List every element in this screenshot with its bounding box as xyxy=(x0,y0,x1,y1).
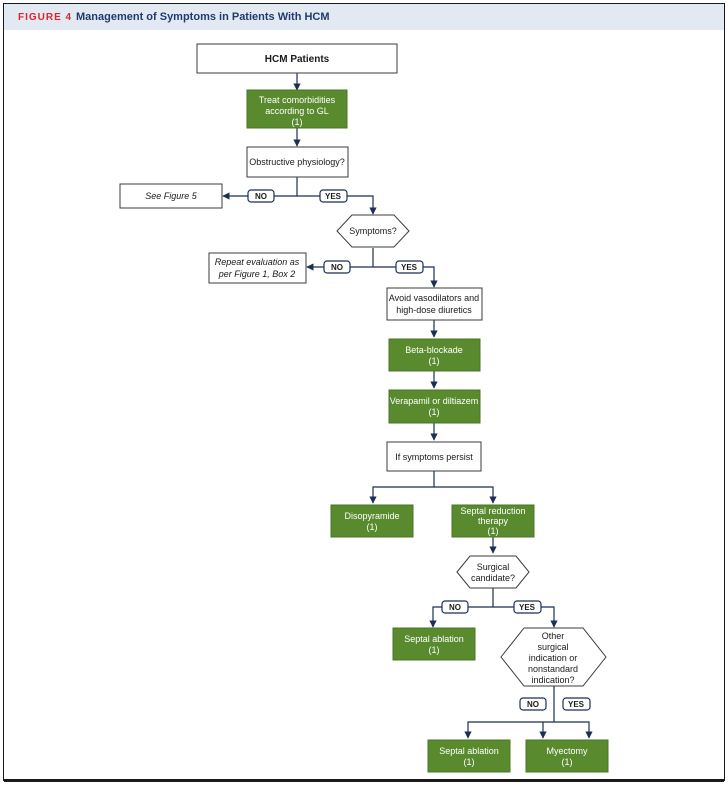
node-other-surgical-line4: nonstandard xyxy=(528,664,578,674)
node-other-surgical: Other surgical indication or nonstandard… xyxy=(500,627,607,687)
node-verapamil-line2: (1) xyxy=(429,407,440,417)
node-repeat-evaluation-line2: per Figure 1, Box 2 xyxy=(218,269,296,279)
node-surgical-candidate: Surgical candidate? xyxy=(456,555,530,589)
figure-frame xyxy=(3,3,725,781)
pill-other-yes: YES xyxy=(562,697,591,711)
node-repeat-evaluation: Repeat evaluation as per Figure 1, Box 2 xyxy=(208,252,307,284)
node-disopyramide: Disopyramide (1) xyxy=(330,504,414,538)
node-septal-ablation-1-line2: (1) xyxy=(429,645,440,655)
node-myectomy-line2: (1) xyxy=(562,757,573,767)
node-verapamil: Verapamil or diltiazem (1) xyxy=(388,389,481,424)
pill-obstructive-yes-label: YES xyxy=(325,192,342,201)
pill-surgical-no-label: NO xyxy=(449,603,461,612)
node-verapamil-line1: Verapamil or diltiazem xyxy=(390,396,479,406)
node-septal-ablation-2-line1: Septal ablation xyxy=(439,746,499,756)
node-septal-reduction-line1: Septal reduction xyxy=(460,506,525,516)
bottom-rule xyxy=(4,779,724,782)
pill-surgical-yes: YES xyxy=(513,600,542,614)
node-if-symptoms-persist-label: If symptoms persist xyxy=(395,452,473,462)
node-surgical-candidate-line1: Surgical xyxy=(477,562,510,572)
node-avoid-vasodilators-line2: high-dose diuretics xyxy=(396,305,472,315)
node-disopyramide-line2: (1) xyxy=(367,522,378,532)
node-see-figure-5: See Figure 5 xyxy=(119,183,223,209)
node-septal-ablation-2: Septal ablation (1) xyxy=(427,739,511,773)
node-septal-ablation-1: Septal ablation (1) xyxy=(392,627,476,661)
pill-symptoms-no-label: NO xyxy=(331,263,343,272)
node-see-figure-5-label: See Figure 5 xyxy=(145,191,198,201)
node-other-surgical-line2: surgical xyxy=(537,642,568,652)
node-repeat-evaluation-line1: Repeat evaluation as xyxy=(215,257,300,267)
figure-title: Management of Symptoms in Patients With … xyxy=(76,11,330,23)
node-other-surgical-line1: Other xyxy=(542,631,565,641)
node-hcm-patients: HCM Patients xyxy=(196,43,398,74)
pill-symptoms-yes-label: YES xyxy=(401,263,418,272)
node-beta-blockade-line2: (1) xyxy=(429,356,440,366)
node-myectomy: Myectomy (1) xyxy=(525,739,609,773)
node-septal-ablation-2-line2: (1) xyxy=(464,757,475,767)
figure-label: FIGURE 4 xyxy=(18,12,73,23)
node-if-symptoms-persist: If symptoms persist xyxy=(386,441,482,472)
pill-surgical-no: NO xyxy=(441,600,469,614)
pill-obstructive-yes: YES xyxy=(319,189,348,203)
node-hcm-patients-label: HCM Patients xyxy=(265,54,330,65)
edge-persist-to-disopyramide xyxy=(369,471,435,504)
node-treat-comorbidities-line3: (1) xyxy=(292,117,303,127)
node-avoid-vasodilators: Avoid vasodilators and high-dose diureti… xyxy=(386,287,483,321)
pill-other-no: NO xyxy=(519,697,547,711)
node-myectomy-line1: Myectomy xyxy=(546,746,588,756)
node-avoid-vasodilators-line1: Avoid vasodilators and xyxy=(389,293,479,303)
figure-header xyxy=(4,4,724,30)
node-symptoms: Symptoms? xyxy=(336,214,410,248)
pill-other-no-label: NO xyxy=(527,700,539,709)
node-septal-ablation-1-line1: Septal ablation xyxy=(404,634,464,644)
edge-other-yes xyxy=(554,721,593,739)
node-obstructive-physiology-label: Obstructive physiology? xyxy=(249,157,345,167)
node-symptoms-label: Symptoms? xyxy=(349,226,397,236)
edge-symptoms-yes xyxy=(373,266,438,288)
pill-obstructive-no-label: NO xyxy=(255,192,267,201)
node-surgical-candidate-line2: candidate? xyxy=(471,573,515,583)
node-septal-reduction-line2: therapy xyxy=(478,516,509,526)
edge-other-no xyxy=(464,686,555,739)
node-obstructive-physiology: Obstructive physiology? xyxy=(246,146,349,178)
node-treat-comorbidities-line1: Treat comorbidities xyxy=(259,95,336,105)
pill-symptoms-no: NO xyxy=(323,260,351,274)
node-other-surgical-line3: indication or xyxy=(529,653,578,663)
pill-symptoms-yes: YES xyxy=(395,260,424,274)
node-treat-comorbidities: Treat comorbidities according to GL (1) xyxy=(246,89,348,129)
node-septal-reduction: Septal reduction therapy (1) xyxy=(451,504,535,538)
node-beta-blockade-line1: Beta-blockade xyxy=(405,345,463,355)
edge-surgical-yes xyxy=(493,606,558,628)
pill-other-yes-label: YES xyxy=(568,700,585,709)
edge-persist-to-septal-reduction xyxy=(434,486,497,504)
pill-surgical-yes-label: YES xyxy=(519,603,536,612)
node-disopyramide-line1: Disopyramide xyxy=(344,511,399,521)
node-other-surgical-line5: indication? xyxy=(531,675,574,685)
pill-obstructive-no: NO xyxy=(247,189,275,203)
node-beta-blockade: Beta-blockade (1) xyxy=(388,338,481,372)
node-septal-reduction-line3: (1) xyxy=(488,526,499,536)
node-treat-comorbidities-line2: according to GL xyxy=(265,106,329,116)
